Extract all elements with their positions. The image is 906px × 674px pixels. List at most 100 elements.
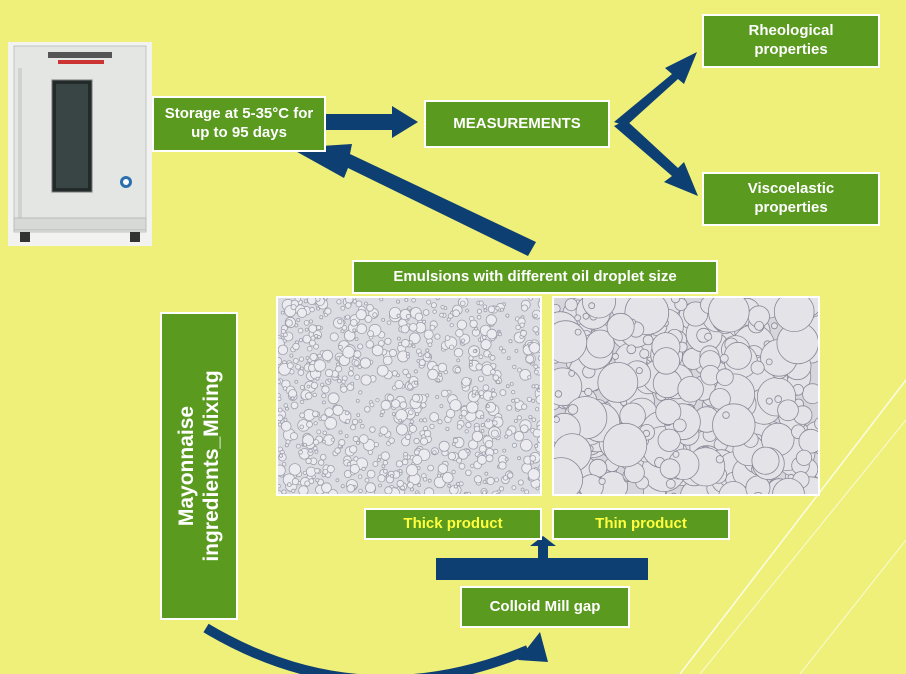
droplet — [396, 423, 409, 436]
droplet — [423, 429, 432, 438]
droplet — [291, 478, 299, 486]
droplet — [513, 430, 525, 442]
droplet — [332, 404, 344, 416]
droplet — [396, 479, 404, 488]
droplet — [438, 372, 443, 377]
droplet — [541, 325, 542, 330]
droplet — [513, 419, 518, 423]
droplet — [495, 306, 500, 311]
droplet — [440, 305, 445, 310]
droplet — [286, 362, 294, 369]
droplet — [280, 328, 286, 334]
droplet — [299, 412, 306, 419]
droplet — [478, 354, 484, 360]
droplet — [598, 477, 606, 485]
droplet — [423, 329, 434, 340]
droplet — [814, 417, 818, 430]
droplet — [512, 364, 517, 370]
droplet — [316, 325, 322, 331]
droplet — [531, 417, 537, 423]
droplet — [319, 315, 324, 320]
droplet — [321, 385, 330, 394]
droplet — [336, 299, 342, 305]
droplet — [357, 474, 363, 479]
droplet — [323, 298, 328, 301]
droplet — [528, 342, 540, 354]
droplet — [401, 458, 409, 466]
droplet — [361, 466, 366, 471]
droplet — [412, 493, 415, 494]
droplet — [436, 378, 441, 383]
droplet — [369, 426, 376, 433]
droplet — [360, 374, 372, 386]
droplet — [426, 299, 432, 305]
droplet — [474, 391, 479, 396]
droplet — [326, 465, 335, 474]
droplet — [422, 417, 428, 423]
droplet — [723, 341, 752, 370]
droplet — [306, 345, 313, 352]
droplet — [298, 449, 303, 455]
droplet — [382, 460, 388, 466]
droplet — [525, 354, 535, 364]
droplet — [533, 364, 539, 369]
droplet — [408, 322, 418, 332]
droplet — [386, 320, 392, 325]
droplet — [395, 460, 404, 468]
droplet — [278, 392, 281, 399]
droplet — [511, 390, 516, 395]
droplet — [429, 324, 436, 331]
droplet — [445, 426, 450, 431]
droplet — [501, 348, 507, 354]
droplet — [406, 354, 410, 359]
arrow-emulsions-to-storage — [290, 144, 536, 256]
droplet — [305, 457, 312, 465]
droplet — [465, 308, 470, 313]
droplet — [356, 413, 361, 417]
droplet — [299, 424, 305, 430]
droplet — [327, 392, 340, 405]
droplet — [484, 471, 489, 476]
droplet — [396, 313, 401, 318]
droplet — [750, 360, 765, 375]
colloid-mill-bar — [436, 558, 648, 580]
droplet — [671, 492, 677, 494]
droplet — [321, 482, 332, 494]
droplet — [406, 373, 412, 379]
droplet — [321, 349, 334, 362]
droplet — [526, 396, 532, 402]
droplet — [520, 438, 533, 452]
droplet — [712, 403, 756, 447]
droplet — [406, 481, 414, 489]
incubator-icon — [8, 42, 152, 246]
droplet — [404, 298, 409, 302]
droplet — [471, 430, 483, 442]
droplet — [372, 312, 378, 318]
droplet — [437, 362, 448, 373]
droplet — [537, 300, 540, 309]
arrow-mixing-to-colloid-mill — [203, 623, 530, 674]
droplet — [465, 469, 472, 476]
emulsions-label: Emulsions with different oil droplet siz… — [393, 267, 677, 285]
droplet — [534, 384, 540, 389]
droplet — [427, 342, 433, 347]
droplet — [335, 365, 343, 373]
droplet — [324, 416, 337, 430]
arrow-to-viscoelastic — [614, 120, 698, 196]
droplet — [477, 375, 485, 382]
droplet — [418, 359, 426, 367]
droplet — [453, 347, 464, 358]
droplet — [458, 481, 464, 487]
droplet — [417, 352, 423, 357]
droplet — [299, 399, 305, 405]
droplet — [303, 299, 308, 304]
droplet — [297, 307, 308, 318]
droplet — [335, 478, 340, 483]
droplet — [482, 304, 488, 309]
droplet — [297, 369, 305, 376]
droplet — [314, 467, 320, 474]
droplet — [422, 477, 428, 482]
droplet — [292, 342, 300, 351]
incubator-image — [8, 42, 152, 246]
droplet — [447, 313, 454, 319]
